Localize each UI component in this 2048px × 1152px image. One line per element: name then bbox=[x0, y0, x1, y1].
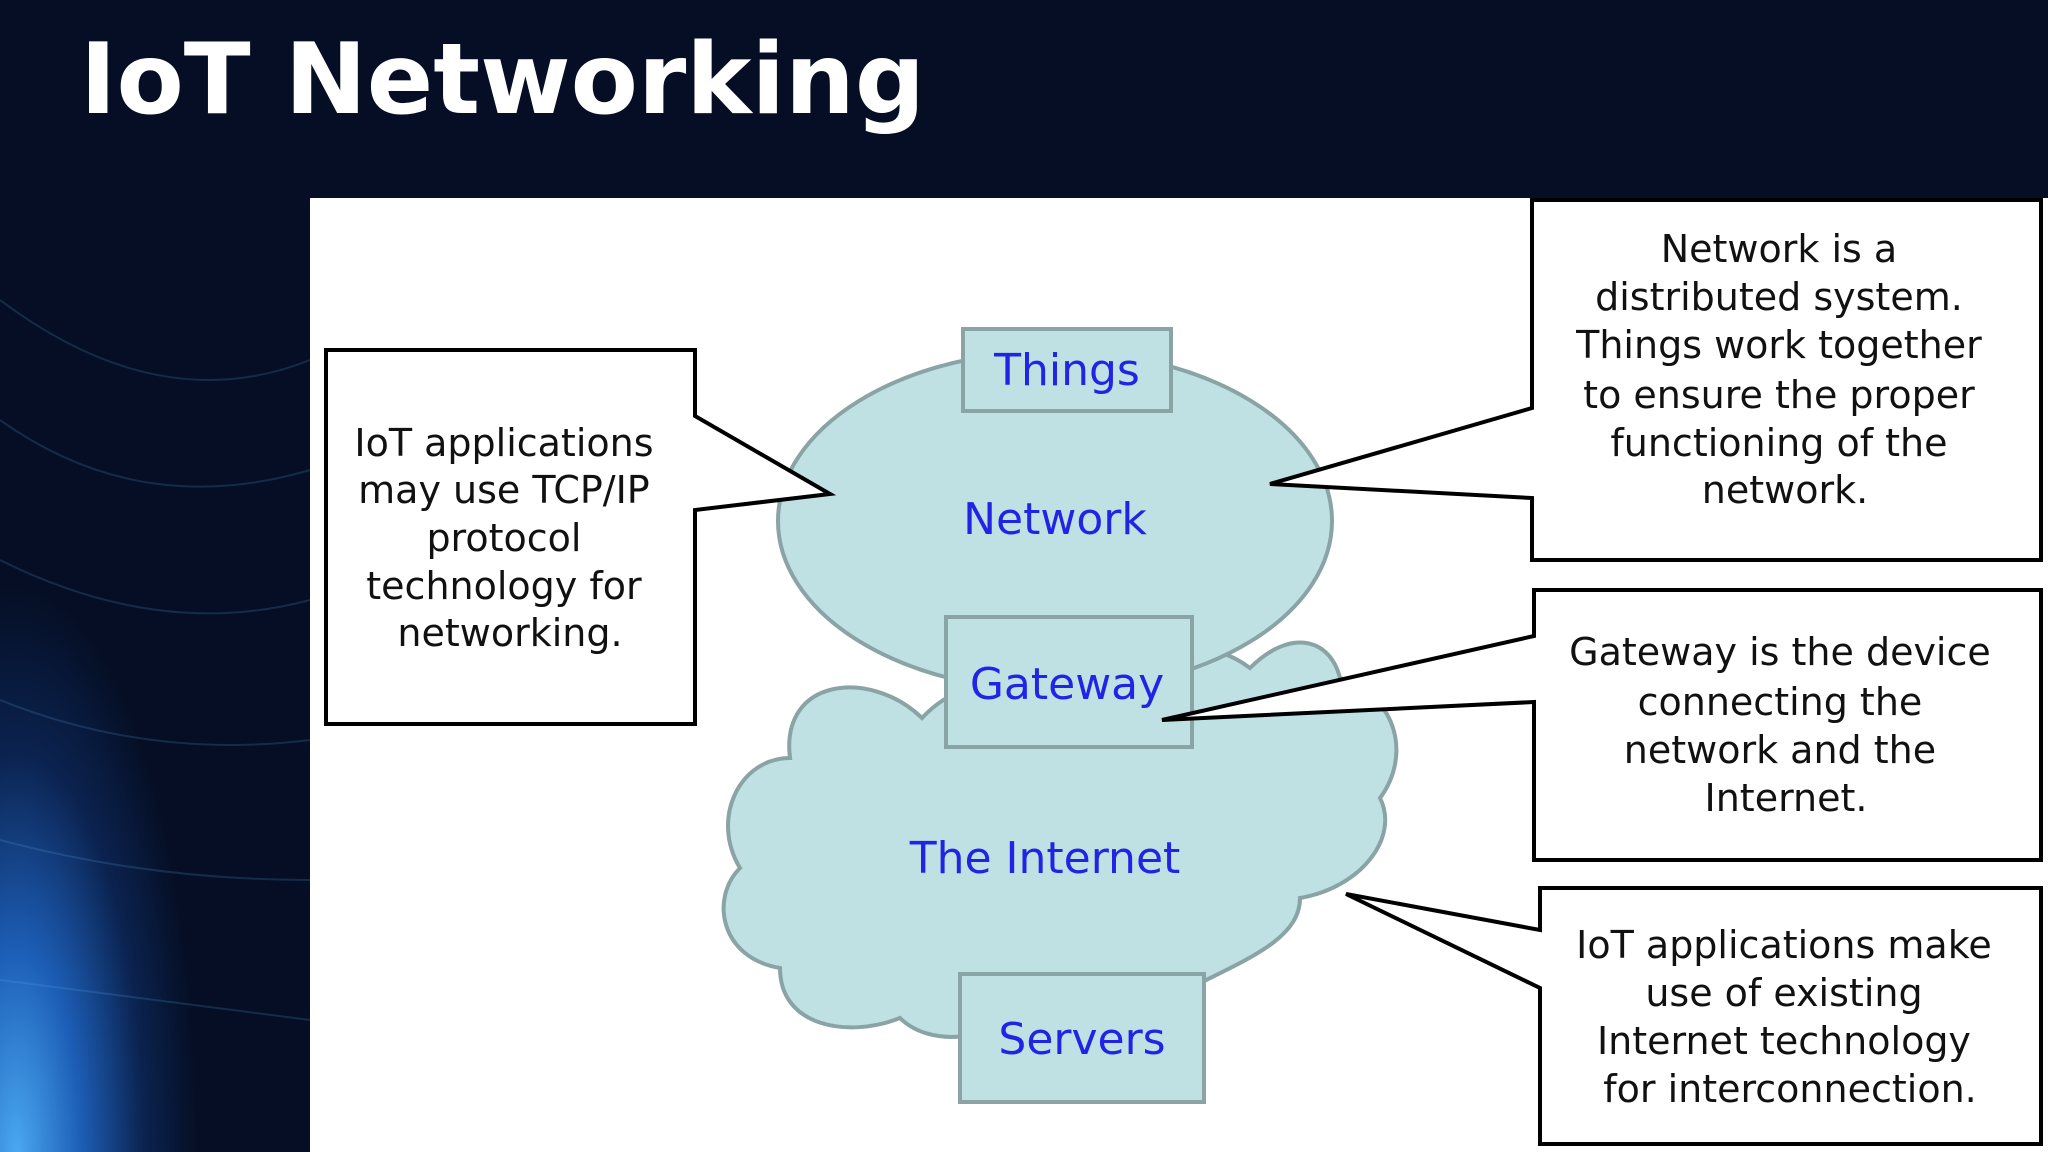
gateway-label: Gateway bbox=[970, 659, 1164, 710]
svg-text:IoT applications may use: IoT applications may use TCP/IP protocol… bbox=[354, 421, 665, 655]
internet-label: The Internet bbox=[909, 833, 1181, 884]
callout-internet-line: use of existing bbox=[1645, 971, 1922, 1015]
servers-label: Servers bbox=[998, 1014, 1165, 1065]
callout-internet-line: for interconnection. bbox=[1603, 1067, 1977, 1111]
callout-gateway-line: Gateway is the device bbox=[1569, 630, 1991, 674]
callout-network-line: to ensure the proper bbox=[1583, 373, 1975, 417]
callout-tcp-ip: IoT applications may use TCP/IP protocol… bbox=[324, 348, 837, 726]
callout-gateway: Gateway is the device connecting the net… bbox=[1161, 588, 2043, 862]
callout-network: Network is a distributed system. Things … bbox=[1269, 198, 2043, 562]
callout-internet-line: Internet technology bbox=[1597, 1019, 1971, 1063]
callout-gateway-line: network and the bbox=[1624, 728, 1936, 772]
servers-node: Servers bbox=[958, 972, 1206, 1104]
gateway-node: Gateway bbox=[944, 615, 1194, 749]
things-node: Things bbox=[961, 327, 1173, 413]
callout-internet-line: IoT applications make bbox=[1576, 923, 1992, 967]
callout-network-line: Things work together bbox=[1575, 323, 1982, 367]
svg-text:Gateway is the device co: Gateway is the device connecting the net… bbox=[1569, 630, 2003, 820]
iot-network-diagram: Things Network Gateway The Internet Serv… bbox=[310, 198, 2048, 1152]
svg-text:Network is a distributed: Network is a distributed system. Things … bbox=[1575, 227, 1994, 512]
slide-title: IoT Networking bbox=[80, 23, 925, 137]
callout-gateway-line: connecting the bbox=[1638, 680, 1923, 724]
callout-network-line: network. bbox=[1702, 468, 1868, 512]
callout-network-line: Network is a bbox=[1661, 227, 1897, 271]
callout-tcp-ip-line: protocol bbox=[426, 516, 581, 560]
network-label: Network bbox=[963, 494, 1147, 545]
callout-internet: IoT applications make use of existing In… bbox=[1345, 886, 2043, 1146]
svg-text:IoT applications make us: IoT applications make use of existing In… bbox=[1576, 923, 2004, 1111]
callout-gateway-line: Internet. bbox=[1705, 776, 1868, 820]
callout-tcp-ip-line: networking. bbox=[397, 611, 622, 655]
things-label: Things bbox=[993, 345, 1140, 396]
callout-network-line: distributed system. bbox=[1595, 275, 1963, 319]
callout-tcp-ip-line: technology for bbox=[366, 564, 642, 608]
callout-tcp-ip-line: may use TCP/IP bbox=[358, 468, 650, 512]
callout-tcp-ip-line: IoT applications bbox=[354, 421, 653, 465]
callout-network-line: functioning of the bbox=[1610, 421, 1947, 465]
